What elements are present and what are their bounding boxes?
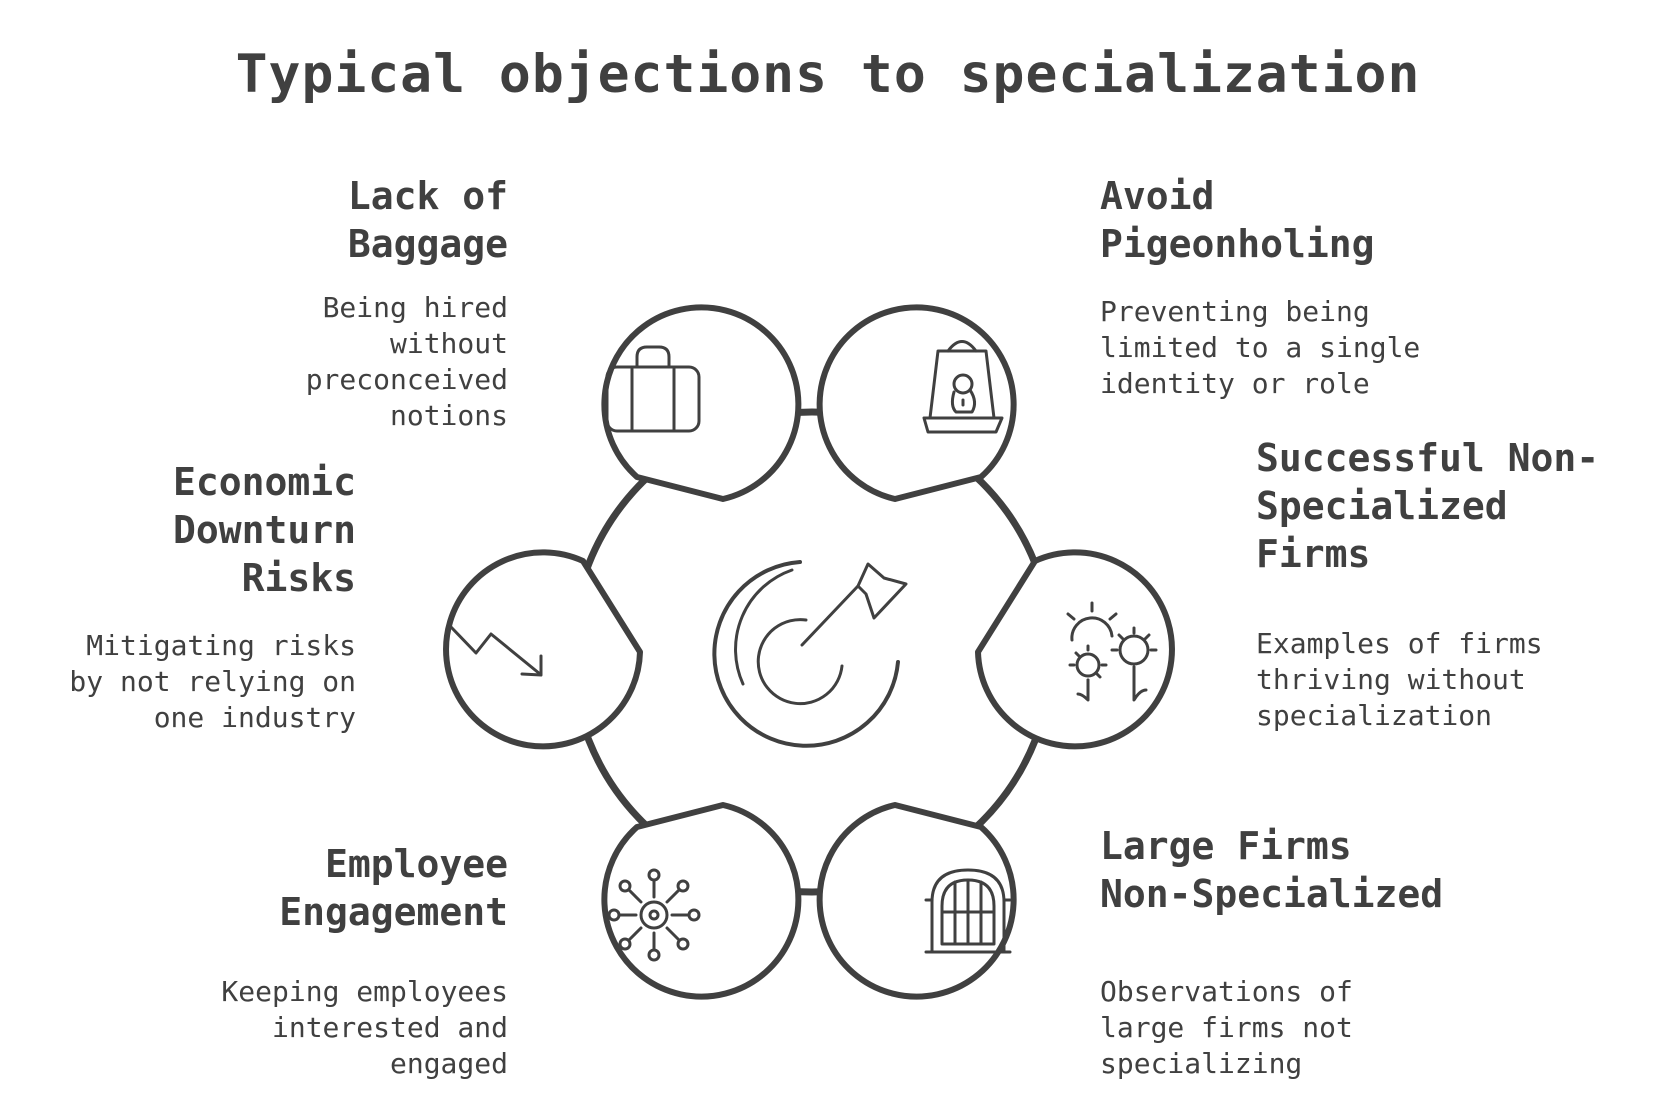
pin-top-left: [601, 304, 802, 502]
pin-top-right: [816, 304, 1017, 502]
item-description: Mitigating risks by not relying on one i…: [69, 629, 356, 734]
network-hub-icon: [607, 868, 701, 962]
pin-right: [975, 549, 1175, 750]
diagram-title: Typical objections to specialization: [235, 44, 1421, 105]
item-heading: Avoid Pigeonholing: [1100, 174, 1375, 266]
item-description: Keeping employees interested and engaged: [221, 975, 508, 1080]
suitcase-icon: [605, 345, 701, 433]
sunflowers-icon: [1066, 601, 1158, 702]
item-description: Being hired without preconceived notions: [305, 291, 508, 432]
pin-bottom-right: [816, 802, 1017, 1000]
pin-bottom-left: [601, 802, 802, 1000]
item-description: Preventing being limited to a single ide…: [1100, 295, 1421, 400]
target-arrow-icon: [712, 560, 908, 748]
item-large-firms-non-specialized: Large Firms Non-Specialized Observations…: [1100, 822, 1560, 1082]
item-heading: Economic Downturn Risks: [172, 460, 356, 600]
item-lack-of-baggage: Lack of Baggage Being hired without prec…: [48, 172, 508, 434]
item-successful-non-specialized-firms: Successful Non- Specialized Firms Exampl…: [1256, 434, 1656, 734]
item-description: Examples of firms thriving without speci…: [1256, 627, 1543, 732]
arched-window-icon: [924, 868, 1012, 954]
item-avoid-pigeonholing: Avoid Pigeonholing Preventing being limi…: [1100, 172, 1560, 402]
pin-left: [443, 549, 643, 750]
trend-down-arrow-icon: [449, 625, 543, 677]
item-heading: Large Firms Non-Specialized: [1100, 824, 1444, 916]
item-description: Observations of large firms not speciali…: [1100, 975, 1353, 1080]
item-economic-downturn-risks: Economic Downturn Risks Mitigating risks…: [0, 458, 356, 736]
item-heading: Lack of Baggage: [347, 174, 508, 266]
item-employee-engagement: Employee Engagement Keeping employees in…: [48, 840, 508, 1082]
bird-in-cage-icon: [922, 340, 1004, 434]
item-heading: Successful Non- Specialized Firms: [1256, 436, 1600, 576]
item-heading: Employee Engagement: [279, 842, 508, 934]
